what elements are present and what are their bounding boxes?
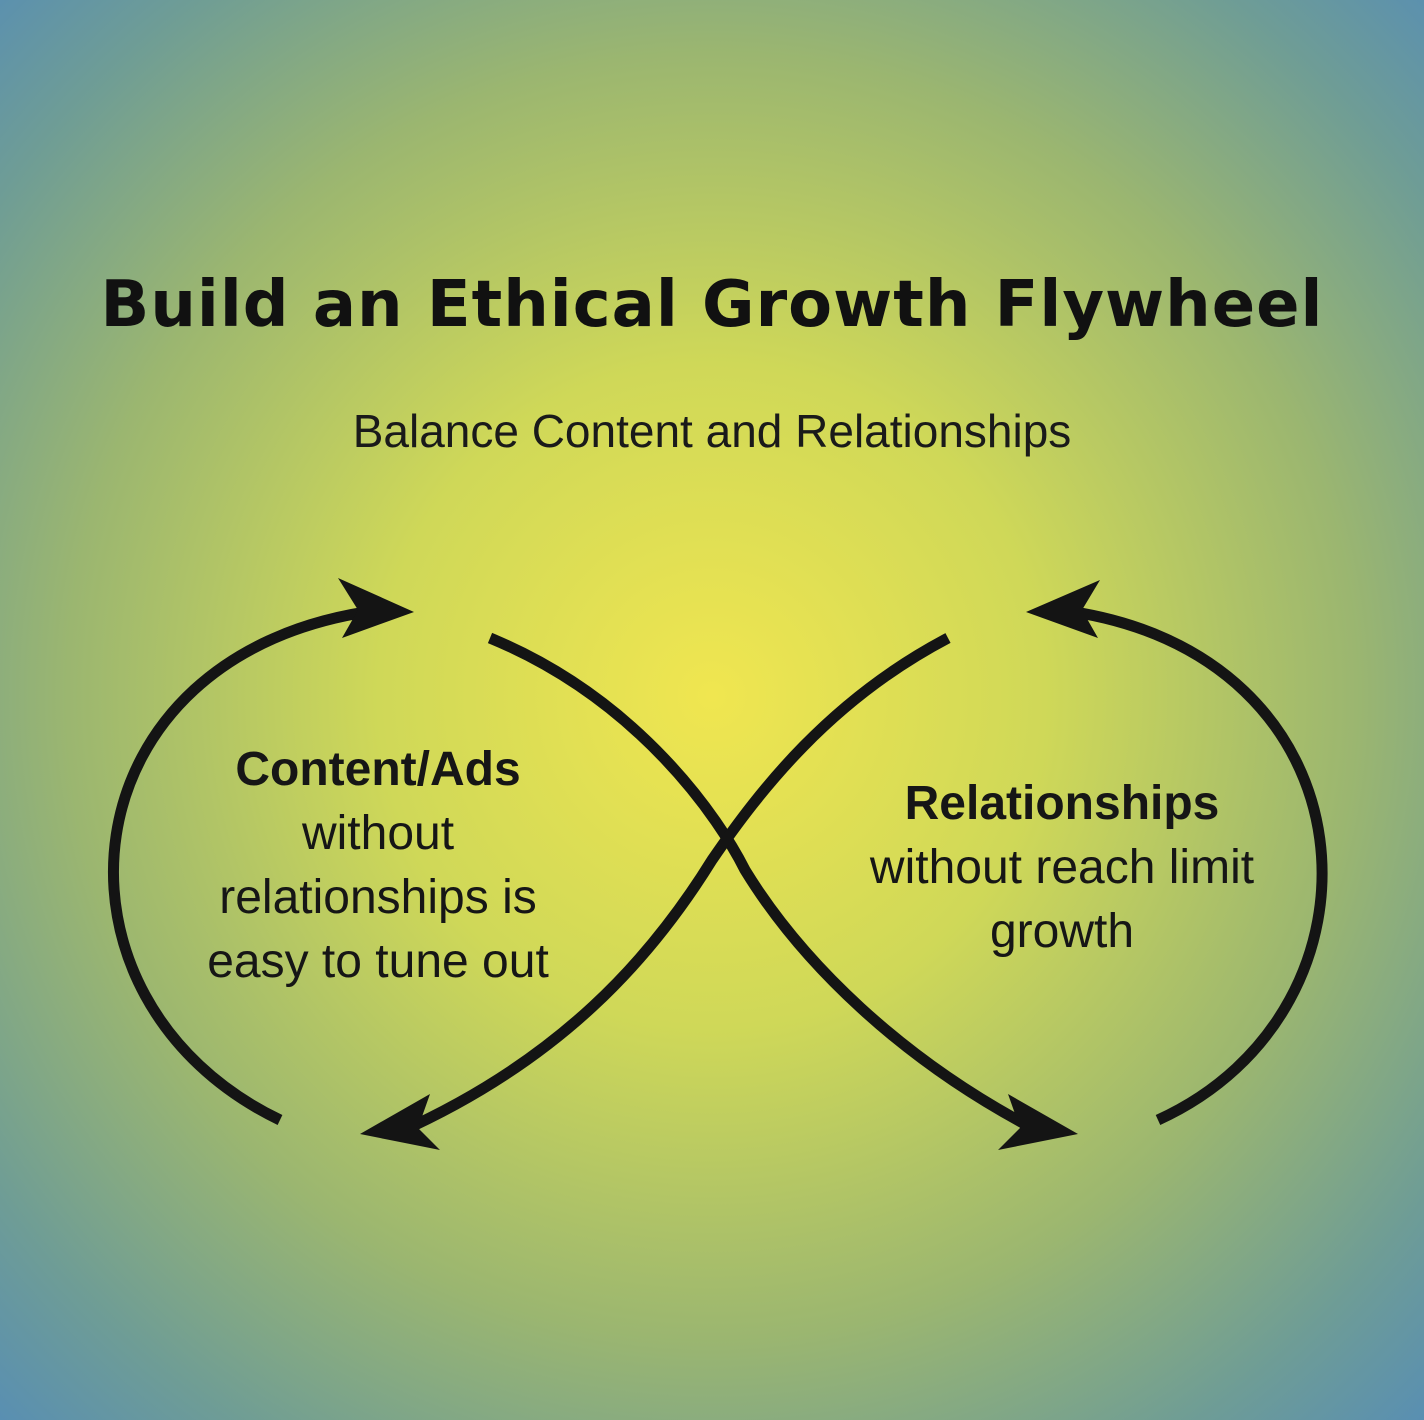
left-loop-text: Content/Ads without relationships is eas… (168, 738, 588, 994)
left-loop-body: without relationships is easy to tune ou… (207, 807, 549, 988)
right-loop-body: without reach limit growth (869, 841, 1255, 958)
right-loop-heading: Relationships (904, 777, 1220, 830)
right-loop-text: Relationships without reach limit growth (822, 772, 1302, 964)
arrow-right-icon (998, 1094, 1078, 1150)
left-loop-heading: Content/Ads (235, 743, 521, 796)
page-title: Build an Ethical Growth Flywheel (100, 268, 1324, 342)
right-outer-arc (1059, 604, 1328, 1126)
left-outer-arc (108, 604, 381, 1125)
cross-stroke-descending (487, 632, 1043, 1137)
cross-stroke-ascending (397, 633, 951, 1138)
arrow-right-icon (338, 578, 414, 638)
arrow-left-icon (360, 1094, 440, 1150)
page-subtitle: Balance Content and Relationships (352, 405, 1072, 457)
arrow-left-icon (1026, 580, 1100, 638)
